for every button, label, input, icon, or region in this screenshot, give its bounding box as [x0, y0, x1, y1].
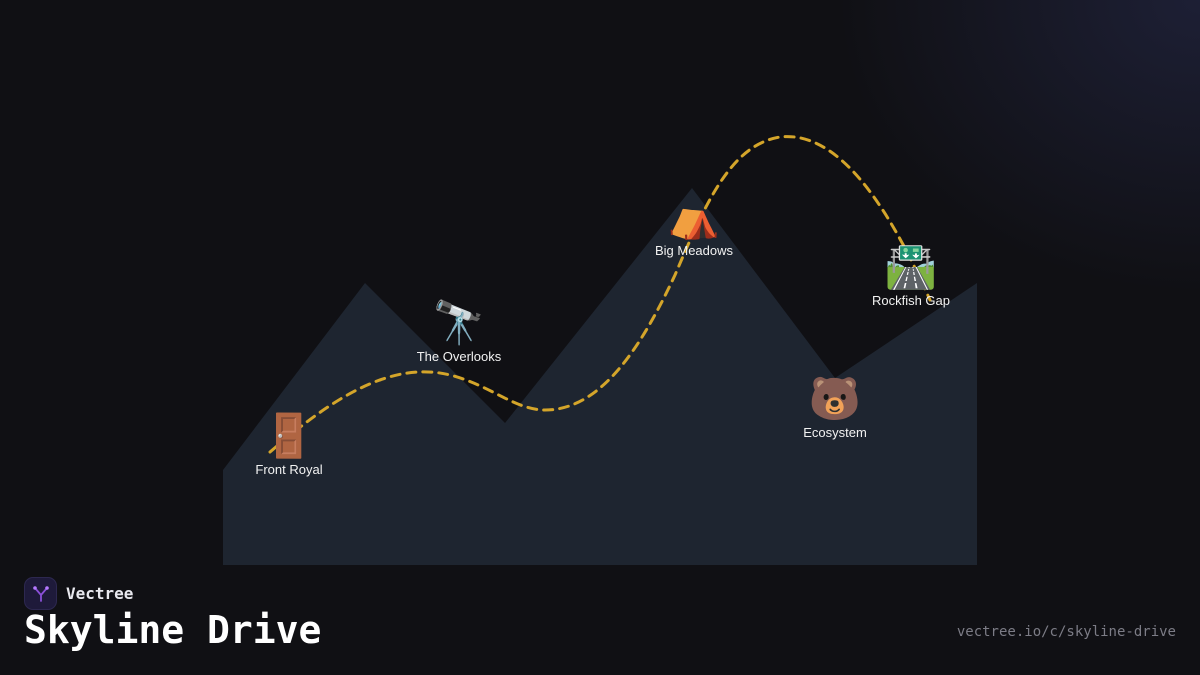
landmark-label: Front Royal [255, 462, 323, 477]
brand-name: Vectree [66, 584, 134, 603]
landmark-label: The Overlooks [416, 349, 502, 364]
page-title: Skyline Drive [24, 608, 322, 652]
brand: Vectree [24, 577, 133, 610]
mountain-silhouette [223, 188, 977, 565]
telescope-icon: 🔭 [432, 298, 486, 347]
door-icon: 🚪 [262, 411, 316, 460]
trail-path [268, 135, 932, 454]
landmark-front-royal[interactable]: 🚪 Front Royal [255, 411, 323, 478]
landmark-label: Big Meadows [654, 243, 734, 258]
tent-icon: ⛺ [667, 192, 721, 241]
landmark-rockfish-gap[interactable]: 🛣️ Rockfish Gap [871, 242, 951, 309]
landmark-ecosystem[interactable]: 🐻 Ecosystem [803, 374, 867, 441]
source-url[interactable]: vectree.io/c/skyline-drive [956, 624, 1176, 640]
landmark-the-overlooks[interactable]: 🔭 The Overlooks [416, 298, 502, 365]
landmark-label: Rockfish Gap [871, 293, 951, 308]
vectree-branch-icon [24, 577, 57, 610]
highway-icon: 🛣️ [884, 242, 938, 291]
landmark-big-meadows[interactable]: ⛺ Big Meadows [654, 192, 734, 259]
landmark-label: Ecosystem [803, 425, 867, 440]
bear-icon: 🐻 [808, 374, 862, 423]
